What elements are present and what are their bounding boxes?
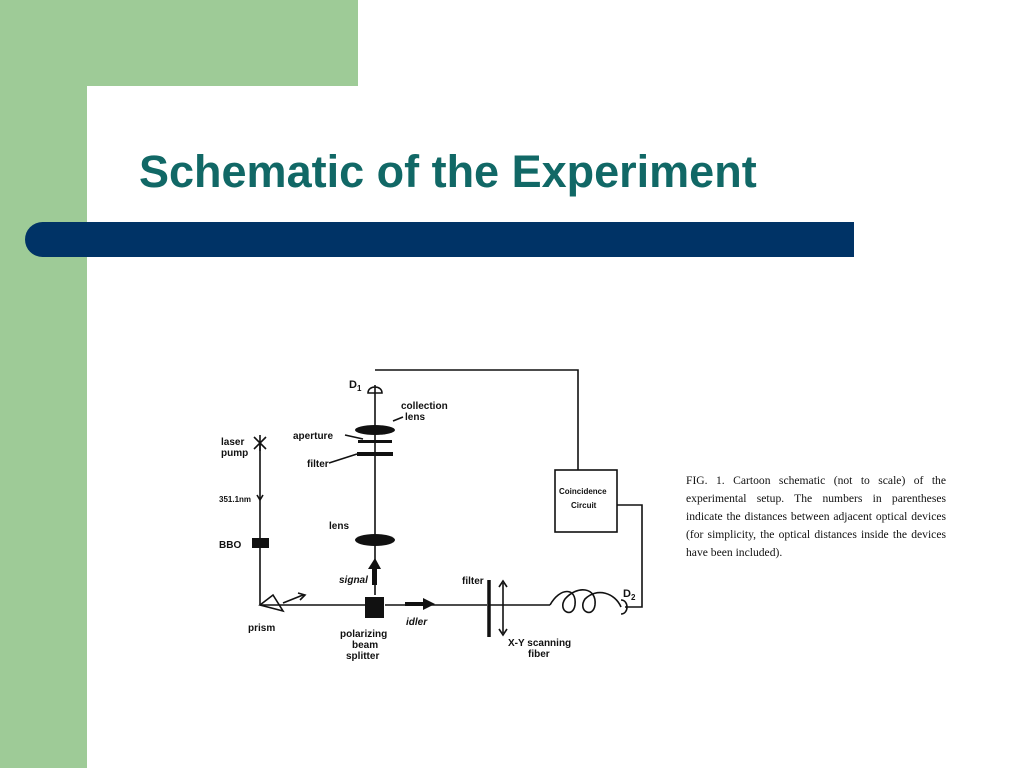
lens-icon bbox=[355, 534, 395, 546]
laser-pump-icon bbox=[253, 435, 267, 451]
label-filter-right: filter bbox=[462, 576, 484, 587]
label-laser: laser bbox=[221, 437, 244, 448]
bbo-crystal-icon bbox=[252, 538, 269, 548]
label-collection-lens-2: lens bbox=[405, 412, 425, 423]
experiment-schematic: D1 collection lens aperture filter laser… bbox=[205, 355, 665, 680]
figure-caption: FIG. 1. Cartoon schematic (not to scale)… bbox=[686, 474, 946, 559]
label-fiber: fiber bbox=[528, 649, 550, 660]
aperture-icon bbox=[358, 440, 392, 443]
label-idler: idler bbox=[406, 617, 428, 628]
accent-top-block bbox=[0, 0, 358, 86]
label-pbs-2: beam bbox=[352, 640, 378, 651]
slide-content-area bbox=[87, 86, 1024, 768]
d1-detector-icon bbox=[367, 386, 383, 394]
label-filter-top: filter bbox=[307, 459, 329, 470]
label-prism: prism bbox=[248, 623, 275, 634]
title-underline-bar bbox=[25, 222, 854, 257]
d2-coincidence-wire bbox=[617, 504, 643, 608]
d1-coincidence-wire bbox=[375, 369, 579, 470]
label-d2: D2 bbox=[623, 588, 636, 602]
label-coincidence: Coincidence bbox=[559, 487, 607, 496]
prism-output-arrow bbox=[282, 592, 307, 604]
label-xy-scanning: X-Y scanning bbox=[508, 638, 571, 649]
signal-arrow-icon bbox=[368, 558, 381, 569]
label-pbs-3: splitter bbox=[346, 651, 379, 662]
beam-splitter-icon bbox=[365, 597, 384, 618]
filter-top-icon bbox=[357, 452, 393, 456]
accent-sidebar bbox=[0, 0, 87, 768]
label-circuit: Circuit bbox=[571, 501, 597, 510]
coincidence-circuit-box bbox=[554, 469, 618, 533]
fiber-loops bbox=[549, 589, 622, 614]
idler-arrow-icon bbox=[423, 598, 435, 610]
label-wavelength: 351.1nm bbox=[219, 495, 251, 504]
label-d1: D1 bbox=[349, 379, 362, 393]
label-pbs-1: polarizing bbox=[340, 629, 387, 640]
label-collection-lens: collection bbox=[401, 401, 448, 412]
label-bbo: BBO bbox=[219, 540, 241, 551]
collection-lens-icon bbox=[355, 425, 395, 435]
prism-icon bbox=[258, 593, 285, 613]
label-signal: signal bbox=[339, 575, 368, 586]
slide-title: Schematic of the Experiment bbox=[139, 146, 757, 197]
label-pump: pump bbox=[221, 448, 248, 459]
label-aperture: aperture bbox=[293, 431, 333, 442]
label-lens: lens bbox=[329, 521, 349, 532]
d2-detector-icon bbox=[620, 599, 628, 615]
